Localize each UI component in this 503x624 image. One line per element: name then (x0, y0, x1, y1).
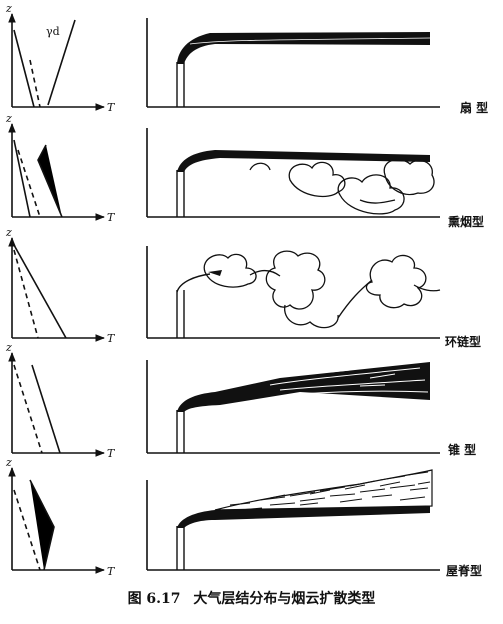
type-label-lofting: 屋脊型 (446, 563, 482, 578)
type-label-looping: 环链型 (445, 334, 481, 349)
type-label-fanning: 扇 型 (460, 100, 488, 115)
z-axis-label-1: z (5, 2, 12, 15)
panel-coning: z T 锥 型 (5, 341, 476, 460)
fumigation-clouds (249, 158, 435, 215)
panel-fanning: z T γd 扇 型 (5, 2, 488, 115)
env-lapse-line (13, 29, 35, 108)
lapse-diagram-4: z T (5, 341, 116, 460)
type-label-coning: 锥 型 (448, 442, 476, 457)
t-axis-label-3: T (107, 332, 116, 345)
lapse-diagram-2: z T (5, 112, 116, 224)
type-label-fumigation: 熏烟型 (448, 214, 484, 229)
panel-lofting: z T 屋脊型 (5, 456, 482, 578)
figure-caption: 图 6.17 大气层结分布与烟云扩散类型 (0, 588, 503, 608)
looping-clouds (203, 250, 441, 329)
t-axis-label-2: T (107, 211, 116, 224)
caption-title: 大气层结分布与烟云扩散类型 (193, 591, 376, 607)
t-axis-label-1: T (107, 101, 116, 114)
lapse-diagram-3: z T (5, 226, 116, 345)
lapse-diagram-5: z T (5, 456, 116, 578)
z-axis-label-2: z (5, 112, 12, 125)
panel-fumigation: z T 熏烟型 (5, 112, 484, 229)
dry-adiabat-line (29, 59, 41, 108)
caption-number: 图 6.17 (127, 591, 181, 607)
stack (176, 62, 185, 107)
z-axis-label-5: z (5, 456, 12, 469)
t-axis-label-4: T (107, 447, 116, 460)
plume-diagram-4 (146, 360, 440, 454)
z-axis-label-4: z (5, 341, 12, 354)
plume-diagram-3 (146, 246, 441, 339)
plume-diagram-5 (146, 469, 440, 571)
gamma-d-label: γd (46, 25, 60, 38)
plume-diagram-1 (146, 18, 440, 108)
env-lapse-line (47, 19, 76, 106)
plume-diagram-2 (146, 128, 440, 218)
z-axis-label-3: z (5, 226, 12, 239)
plume (177, 32, 430, 64)
panel-looping: z T 环链型 (5, 226, 481, 349)
t-axis-label-5: T (107, 565, 116, 578)
lapse-diagram-1: z T γd (5, 2, 116, 114)
